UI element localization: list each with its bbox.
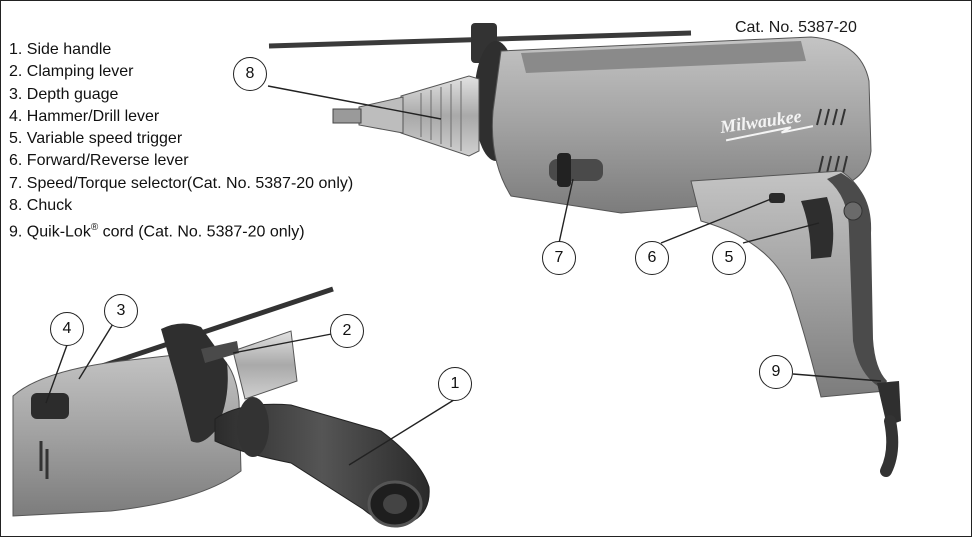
legend-item-1: 1. Side handle <box>9 41 112 58</box>
callout-8: 8 <box>233 57 267 91</box>
callout-9: 9 <box>759 355 793 389</box>
legend-item-5: 5. Variable speed trigger <box>9 130 183 148</box>
legend-item-6: 6. Forward/Reverse lever <box>9 152 189 170</box>
callout-2: 2 <box>330 314 364 348</box>
catalog-number: Cat. No. 5387-20 <box>735 19 857 36</box>
legend-item-7: 7. Speed/Torque selector(Cat. No. 5387-2… <box>9 174 354 192</box>
callout-7: 7 <box>542 241 576 275</box>
callout-4: 4 <box>50 312 84 346</box>
grip-overmold <box>827 173 887 389</box>
parts-legend: 1. Side handle 2. Clamping lever 3. Dept… <box>9 39 353 244</box>
chuck-nose <box>358 96 404 134</box>
selector-knob <box>557 153 571 187</box>
leader-6 <box>660 198 772 244</box>
legend-item-8: 8. Chuck <box>9 197 73 215</box>
leader-4 <box>45 344 68 404</box>
inset-vents <box>39 441 49 479</box>
leader-3 <box>78 318 117 380</box>
leader-lines <box>45 85 882 466</box>
main-drill: Milwaukee <box>268 23 901 477</box>
hammer-drill-lever <box>31 393 69 419</box>
lock-button <box>843 201 863 221</box>
trigger <box>801 197 834 259</box>
leader-1 <box>348 397 458 466</box>
cord-strain-relief <box>877 381 901 426</box>
handle-flange <box>237 397 269 457</box>
leader-9 <box>792 373 882 382</box>
legend-item-2: 2. Clamping lever <box>9 63 134 81</box>
drill-bit <box>332 108 362 124</box>
legend-item-4: 4. Hammer/Drill lever <box>9 107 160 125</box>
housing-ridge <box>521 41 806 73</box>
inset-chuck <box>232 330 298 400</box>
vents <box>816 108 848 174</box>
chuck-knurl <box>420 81 462 151</box>
callout-5: 5 <box>712 241 746 275</box>
clamping-lever <box>201 341 239 363</box>
power-cord <box>880 415 899 477</box>
leader-7 <box>558 178 574 244</box>
fwd-rev-lever <box>769 193 785 203</box>
chuck-shape <box>400 75 480 157</box>
legend-item-9: 9. Quik-Lok® cord (Cat. No. 5387-20 only… <box>9 222 305 241</box>
callout-3: 3 <box>104 294 138 328</box>
side-handle-inset <box>12 286 430 528</box>
legend-item-3: 3. Depth guage <box>9 85 119 103</box>
callout-1: 1 <box>438 367 472 401</box>
leader-5 <box>742 222 820 244</box>
leader-2 <box>232 330 348 354</box>
callout-6: 6 <box>635 241 669 275</box>
leader-8 <box>267 85 442 120</box>
